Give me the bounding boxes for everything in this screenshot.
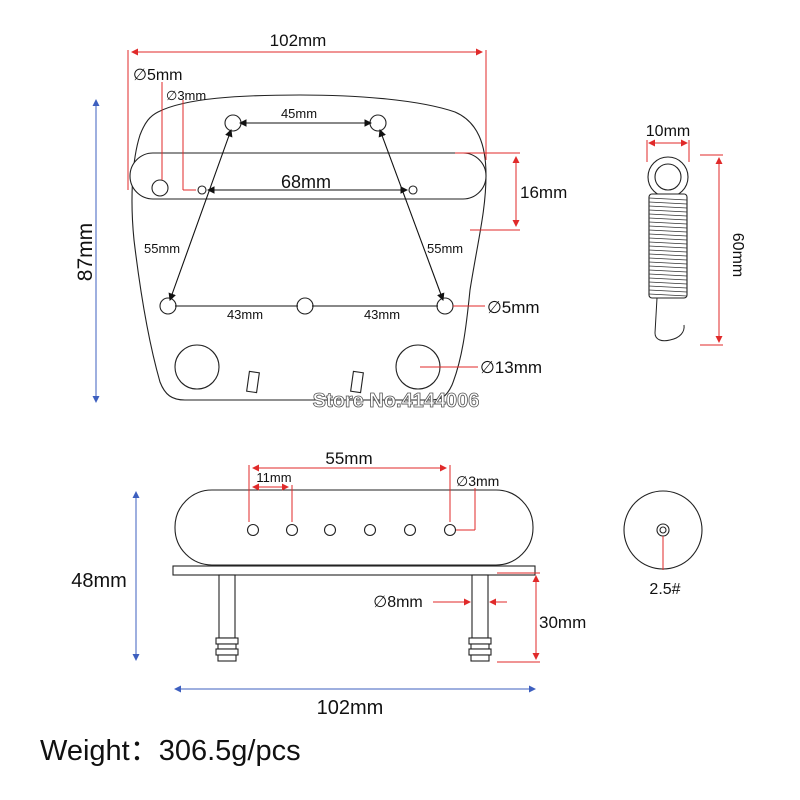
spring-width-label: 10mm [646,123,690,140]
pickup-height-total-label: 48mm [71,570,127,592]
top-spacing-label: 45mm [281,106,317,121]
pickup-cover [174,489,534,566]
pole-hole-4 [363,523,377,537]
right-diagonal-label: 55mm [427,241,463,256]
pole-hole-3 [323,523,337,537]
screw-drawing: 2.5# [623,490,703,598]
bottom-hole-label: ∅5mm [487,298,540,317]
spring-coil-line [648,249,688,253]
pickup-height-label: 16mm [520,183,567,202]
spring-coil-lines [648,197,688,297]
bottom-right-spacing-label: 43mm [364,307,400,322]
bottom-hole-mid [296,297,314,315]
small-hole-label: ∅3mm [166,88,206,103]
bottom-hole-left [159,297,177,315]
pole-spacing-label: 11mm [256,470,291,485]
pickup-width-bottom-label: 102mm [317,697,384,719]
bottom-left-spacing-label: 43mm [227,307,263,322]
pickup-leg-left [218,574,236,639]
spring-coil-line [648,209,688,213]
spring-coil-line [648,241,688,245]
top-hole-right [369,114,387,132]
large-hole-label: ∅13mm [480,358,542,377]
spring-coil-line [648,245,688,249]
weight-label: Weight：306.5g/pcs [40,735,301,767]
top-hole-left [224,114,242,132]
spring-coil-line [648,281,688,285]
leg-diameter-label: ∅8mm [373,594,423,611]
spring-coil-line [648,285,688,289]
spring-coil-line [648,221,688,225]
pole-span-label: 55mm [325,449,372,468]
spring-coil-line [648,217,688,221]
spring-coil-line [648,233,688,237]
spring-coil-line [648,205,688,209]
mount-hole-label: ∅5mm [133,67,183,84]
spring-coil-line [648,237,688,241]
leg-height-label: 30mm [539,613,586,632]
pickup-hole-left [197,185,207,195]
spring-coil-line [648,269,688,273]
pickup-width-label: 68mm [281,172,331,192]
spring-coil-line [648,273,688,277]
spring-coil-line [648,289,688,293]
spring-hook [654,297,685,342]
pickup-drawing: 55mm 11mm ∅3mm 48mm ∅8mm 30mm 102mm [71,449,586,719]
pickup-base-plate [172,565,536,576]
pickup-hole-right [408,185,418,195]
spring-coil-line [648,253,688,257]
spring-length-label: 60mm [729,233,746,277]
slot-left [246,370,260,394]
spring-coil-line [648,201,688,205]
screw-size-label: 2.5# [649,581,680,598]
pickup-leg-right [471,574,489,639]
pole-hole-2 [285,523,299,537]
spring-coil-line [648,277,688,281]
spring-coil-line [648,257,688,261]
baseplate-width-label: 102mm [270,31,327,50]
spring-coil-line [648,213,688,217]
baseplate-drawing: 102mm ∅5mm ∅3mm 45mm 68mm 16mm 87mm 55mm… [74,31,567,412]
slot-right [350,370,364,394]
spring-coil-line [648,229,688,233]
spring-drawing: 10mm 60mm [646,123,746,346]
spring-coil-line [648,261,688,265]
pole-hole-1 [246,523,260,537]
spring-coil-line [648,225,688,229]
left-diagonal-label: 55mm [144,241,180,256]
baseplate-height-label: 87mm [74,223,97,281]
pole-hole-5 [403,523,417,537]
large-hole-left [174,344,220,390]
spring-coil-line [648,293,688,297]
pole-hole-6 [443,523,457,537]
bottom-hole-right [436,297,454,315]
spring-coil-line [648,265,688,269]
pole-hole-label: ∅3mm [456,473,499,489]
spring-coil-line [648,197,688,201]
store-watermark: Store No.4144006 [313,390,480,412]
mount-hole-left [151,179,169,197]
